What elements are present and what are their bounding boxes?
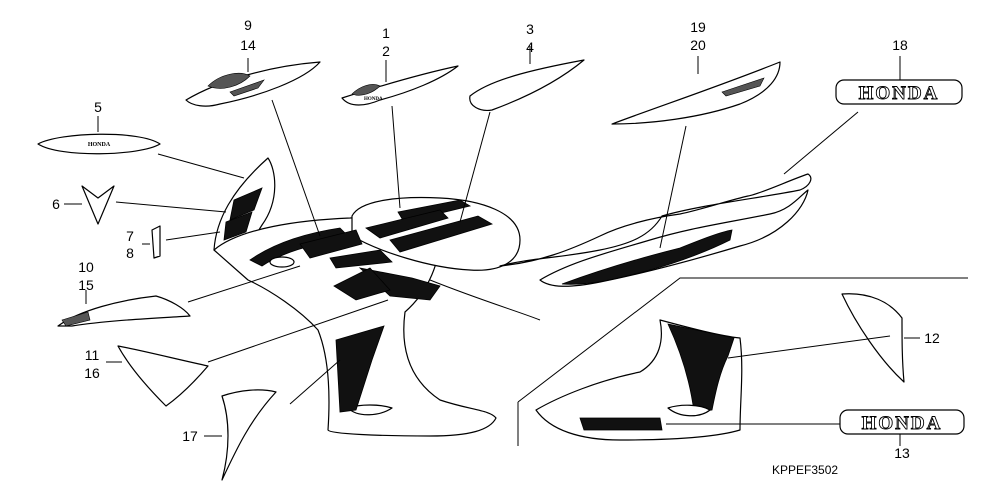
decal-part-9-14 (185, 61, 321, 107)
lower-cowl-outline (517, 277, 968, 446)
callout-9: 9 (244, 17, 252, 33)
decal-13-logo-text: HONDA (862, 413, 943, 434)
body-stripes (223, 187, 733, 413)
decal-part-5: HONDA (37, 133, 161, 155)
callout-4: 4 (526, 39, 534, 55)
callout-16: 16 (84, 365, 100, 381)
decal-5-logo-text: HONDA (88, 142, 111, 148)
callout-20: 20 (690, 37, 706, 53)
decal-part-3-4 (469, 59, 585, 111)
decal-part-1-2: HONDA (341, 65, 459, 106)
callout-17: 17 (182, 428, 198, 444)
decal-part-11-16 (117, 345, 209, 407)
decal-18-logo-text: HONDA (859, 83, 940, 104)
decal-1-logo-text: HONDA (364, 97, 383, 102)
diagram-code: KPPEF3502 (772, 463, 838, 477)
callout-1: 1 (382, 25, 390, 41)
leader-lines (64, 46, 920, 446)
decal-part-19-20 (611, 61, 781, 125)
callout-5: 5 (94, 99, 102, 115)
callout-6: 6 (52, 196, 60, 212)
callout-18: 18 (892, 37, 908, 53)
decal-part-17 (221, 389, 277, 481)
callout-10: 10 (78, 259, 94, 275)
callout-13: 13 (894, 445, 910, 461)
callout-15: 15 (78, 277, 94, 293)
callout-11: 11 (85, 347, 100, 363)
callout-2: 2 (382, 43, 390, 59)
callout-numbers: 1 2 3 4 5 6 7 8 9 10 11 12 13 14 15 16 1… (52, 17, 940, 461)
callout-3: 3 (526, 21, 534, 37)
callout-19: 19 (690, 19, 706, 35)
callout-14: 14 (240, 37, 256, 53)
callout-7: 7 (126, 228, 134, 244)
decal-part-6 (81, 185, 115, 225)
decal-part-10-15 (57, 295, 191, 327)
callout-8: 8 (126, 245, 134, 261)
callout-12: 12 (924, 330, 940, 346)
decal-part-18: HONDA (835, 79, 963, 105)
decal-part-13: HONDA (839, 409, 965, 435)
decal-part-7-8 (151, 225, 161, 259)
